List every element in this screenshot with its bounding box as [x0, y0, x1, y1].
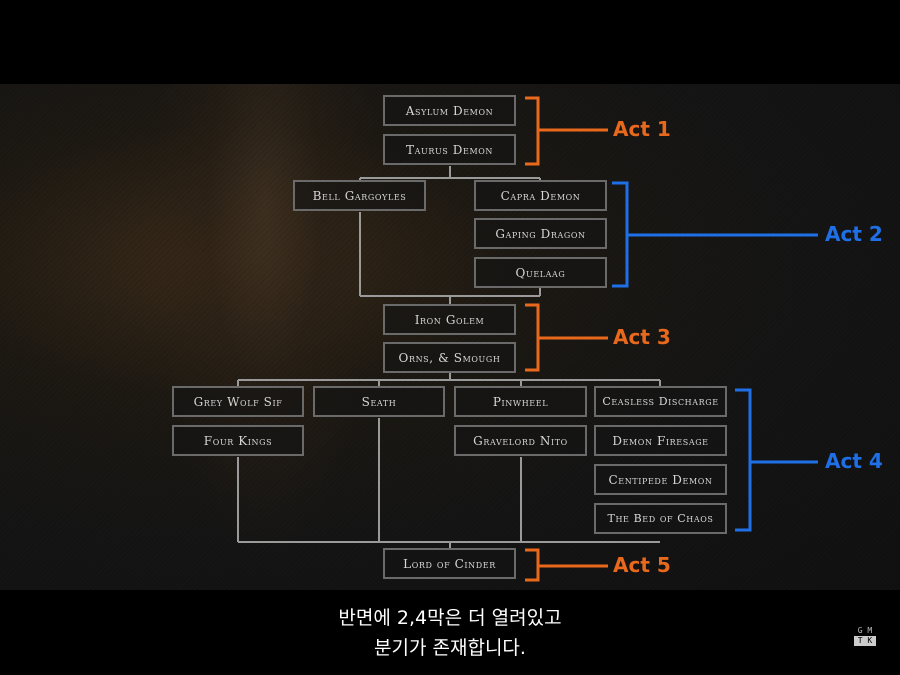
node-seath: Seath	[313, 386, 445, 417]
act-1-label: Act 1	[613, 117, 671, 141]
logo-top-text: G M	[857, 626, 873, 635]
node-gravelord-nito: Gravelord Nito	[454, 425, 587, 456]
node-ceasless-discharge: Ceasless Discharge	[594, 386, 727, 417]
node-quelaag: Quelaag	[474, 257, 607, 288]
node-demon-firesage: Demon Firesage	[594, 425, 727, 456]
node-capra-demon: Capra Demon	[474, 180, 607, 211]
node-centipede-demon: Centipede Demon	[594, 464, 727, 495]
node-taurus-demon: Taurus Demon	[383, 134, 516, 165]
act-5-label: Act 5	[613, 553, 671, 577]
node-asylum-demon: Asylum Demon	[383, 95, 516, 126]
node-orns-smough: Orns, & Smough	[383, 342, 516, 373]
node-gaping-dragon: Gaping Dragon	[474, 218, 607, 249]
act-3-label: Act 3	[613, 325, 671, 349]
logo-bottom-text: T K	[854, 636, 876, 646]
channel-logo: G M T K	[854, 626, 876, 646]
subtitle-line-1: 반면에 2,4막은 더 열려있고	[338, 607, 562, 629]
node-grey-wolf-sif: Grey Wolf Sif	[172, 386, 304, 417]
node-bell-gargoyles: Bell Gargoyles	[293, 180, 426, 211]
knight-background-figure	[150, 84, 380, 564]
subtitle-line-2: 분기가 존재합니다.	[374, 637, 526, 659]
act-4-label: Act 4	[825, 449, 883, 473]
node-pinwheel: Pinwheel	[454, 386, 587, 417]
node-bed-of-chaos: The Bed of Chaos	[594, 503, 727, 534]
node-lord-of-cinder: Lord of Cinder	[383, 548, 516, 579]
act-2-label: Act 2	[825, 222, 883, 246]
node-iron-golem: Iron Golem	[383, 304, 516, 335]
node-four-kings: Four Kings	[172, 425, 304, 456]
